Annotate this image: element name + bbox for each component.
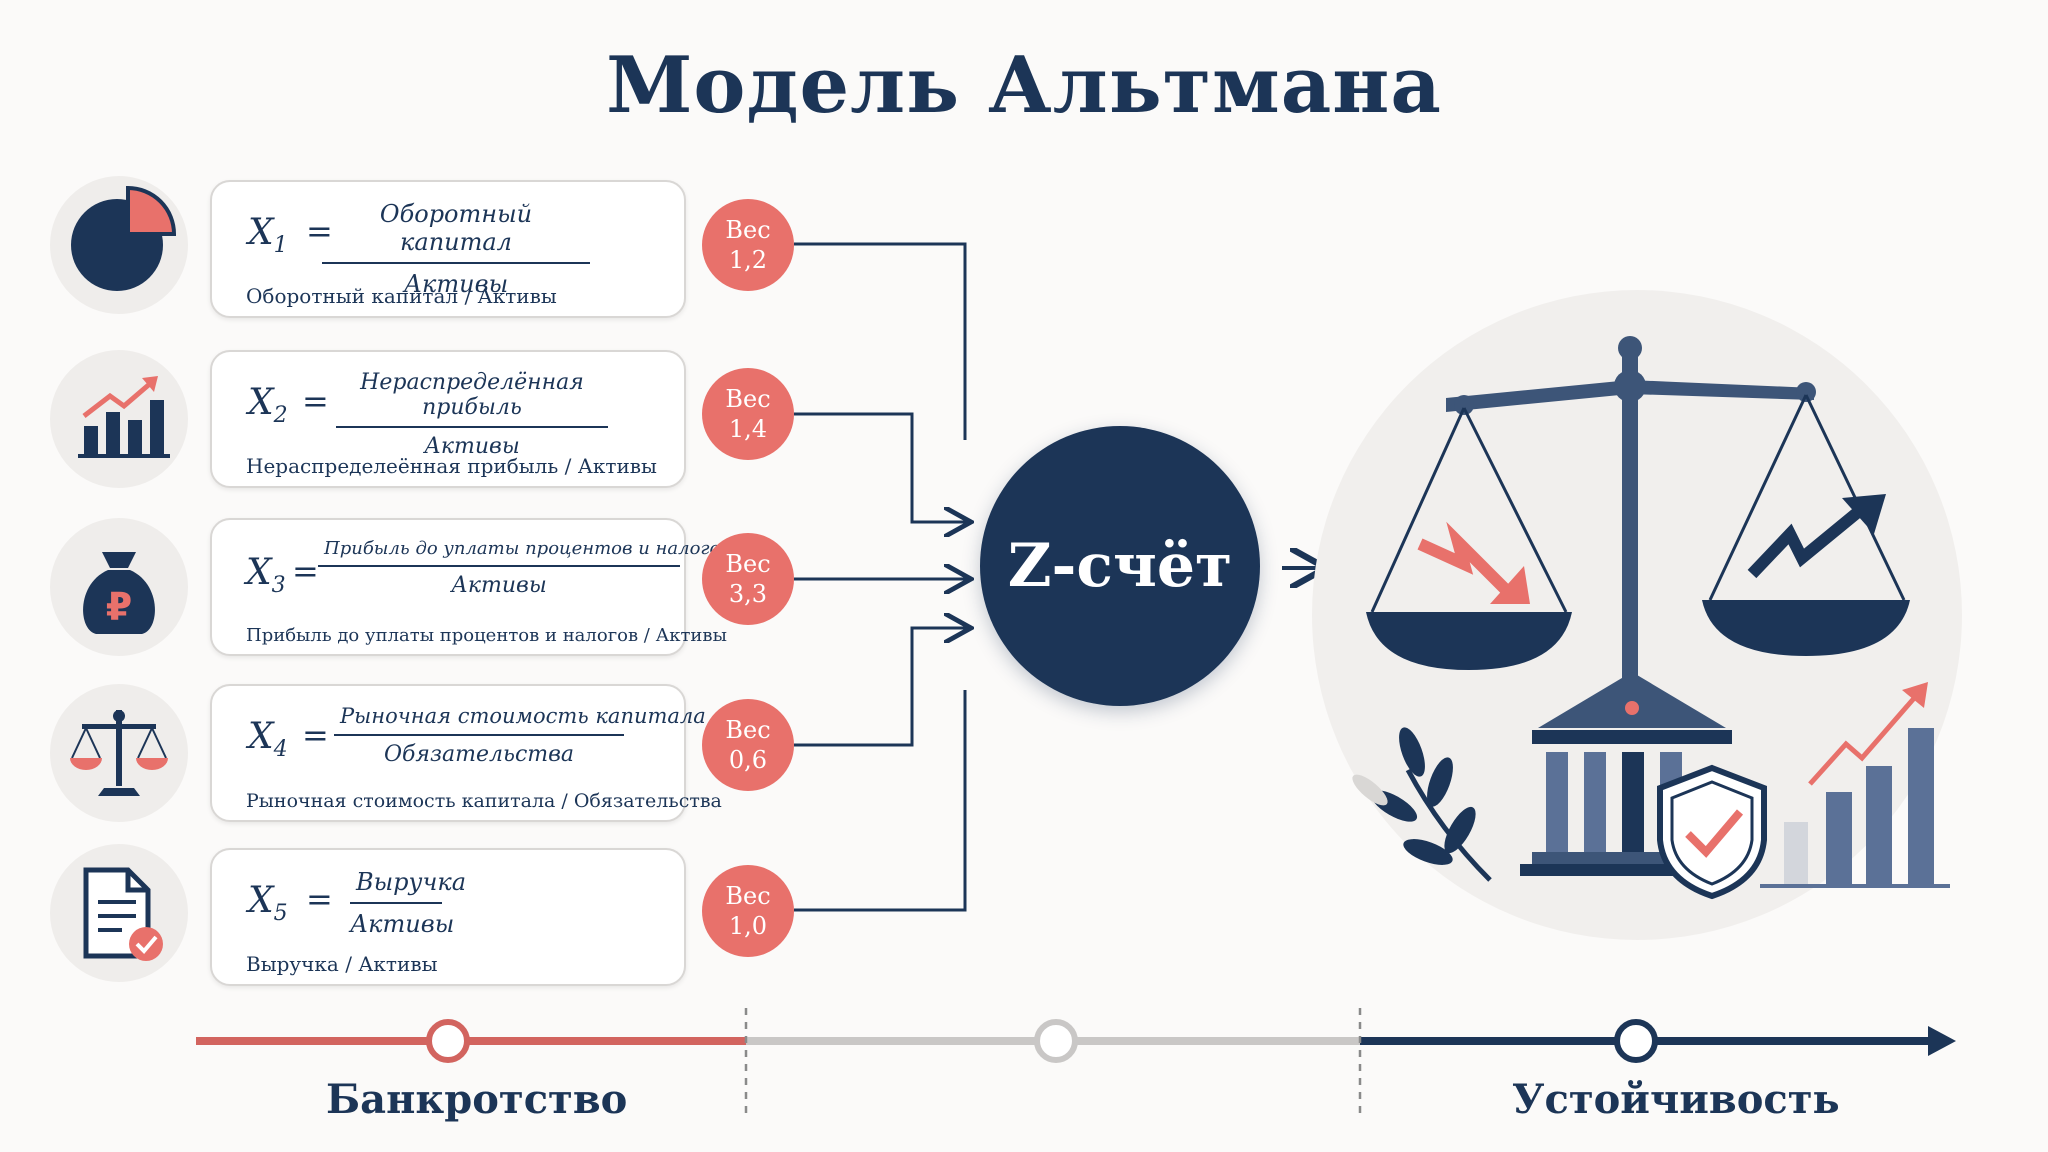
fraction: Прибыль до уплаты процентов и налогов Ак… [318,538,731,598]
scale-marker-bankruptcy [426,1019,470,1063]
connector-x1 [794,242,967,440]
fraction: Оборотный капитал Активы [322,200,590,298]
equals-sign: = [292,552,319,590]
denominator: Активы [350,910,455,938]
equals-sign: = [306,212,333,250]
connector-x2 [794,412,968,522]
variable-x4: X4 [248,716,288,763]
formula-card-x4: X4 = Рыночная стоимость капитала Обязате… [210,684,722,822]
weight-badge-x2: Вес 1,4 [702,368,794,460]
stability-label: Устойчивость [1512,1076,1840,1123]
denominator: Активы [451,573,547,598]
svg-text:₽: ₽ [106,585,132,629]
weight-label: Вес [725,882,771,910]
weight-badge-x4: Вес 0,6 [702,699,794,791]
formula-caption: Прибыль до уплаты процентов и налогов / … [246,625,727,646]
fraction: Нераспределённая прибыль Активы [336,370,608,459]
weight-value: 1,0 [728,912,768,940]
formula-card-x3: X3 = Прибыль до уплаты процентов и налог… [210,518,731,656]
scale-marker-neutral [1034,1019,1078,1063]
weight-value: 1,4 [728,415,768,443]
document-check-icon [50,844,188,982]
formula-card-x1: X1 = Оборотный капитал Активы Оборотный … [210,180,686,318]
illustration-background [1312,290,1962,940]
formula-card-x2: X2 = Нераспределённая прибыль Активы Нер… [210,350,686,488]
formula-card-x5: X5 = Выручка Активы Выручка / Активы [210,848,686,986]
equals-sign: = [302,716,329,754]
variable-x5: X5 [248,880,288,927]
weight-badge-x3: Вес 3,3 [702,533,794,625]
weight-value: 0,6 [728,746,768,774]
ruble-money-bag-icon: ₽ [50,518,188,656]
variable-x1: X1 [248,212,288,259]
weight-badge-x1: Вес 1,2 [702,199,794,291]
balance-scale-icon [50,684,188,822]
pie-chart-icon [50,176,188,314]
growth-bar-chart-icon [50,350,188,488]
formula-caption: Оборотный капитал / Активы [246,284,557,308]
numerator: Нераспределённая прибыль [336,370,608,428]
weight-label: Вес [725,550,771,578]
formula-caption: Рыночная стоимость капитала / Обязательс… [246,790,722,812]
denominator: Активы [424,434,520,459]
weight-label: Вес [725,716,771,744]
weight-badge-x5: Вес 1,0 [702,865,794,957]
page-title: Модель Альтмана [606,40,1442,131]
fraction: Рыночная стоимость капитала Обязательств… [334,704,706,767]
numerator: Рыночная стоимость капитала [334,704,706,736]
equals-sign: = [306,880,333,918]
numerator: Оборотный капитал [322,200,590,264]
denominator: Активы [403,270,509,298]
formula-caption: Выручка / Активы [246,952,438,976]
z-score-node: Z-счёт [980,426,1260,706]
weight-label: Вес [725,216,771,244]
equals-sign: = [302,382,329,420]
numerator: Выручка [350,868,466,904]
variable-x3: X3 [246,552,286,599]
scale-arrowhead [1928,1026,1956,1056]
denominator: Обязательства [383,742,575,767]
numerator: Прибыль до уплаты процентов и налогов [318,538,731,567]
weight-value: 1,2 [728,246,768,274]
fraction: Выручка Активы [350,868,466,938]
connector-x5 [794,690,967,912]
scale-marker-stability [1614,1019,1658,1063]
formula-caption: Нераспределеённая прибыль / Активы [246,454,657,478]
weight-label: Вес [725,385,771,413]
bankruptcy-label: Банкротство [326,1076,628,1123]
weight-value: 3,3 [728,580,768,608]
variable-x2: X2 [248,382,288,429]
connector-x4 [794,628,968,747]
